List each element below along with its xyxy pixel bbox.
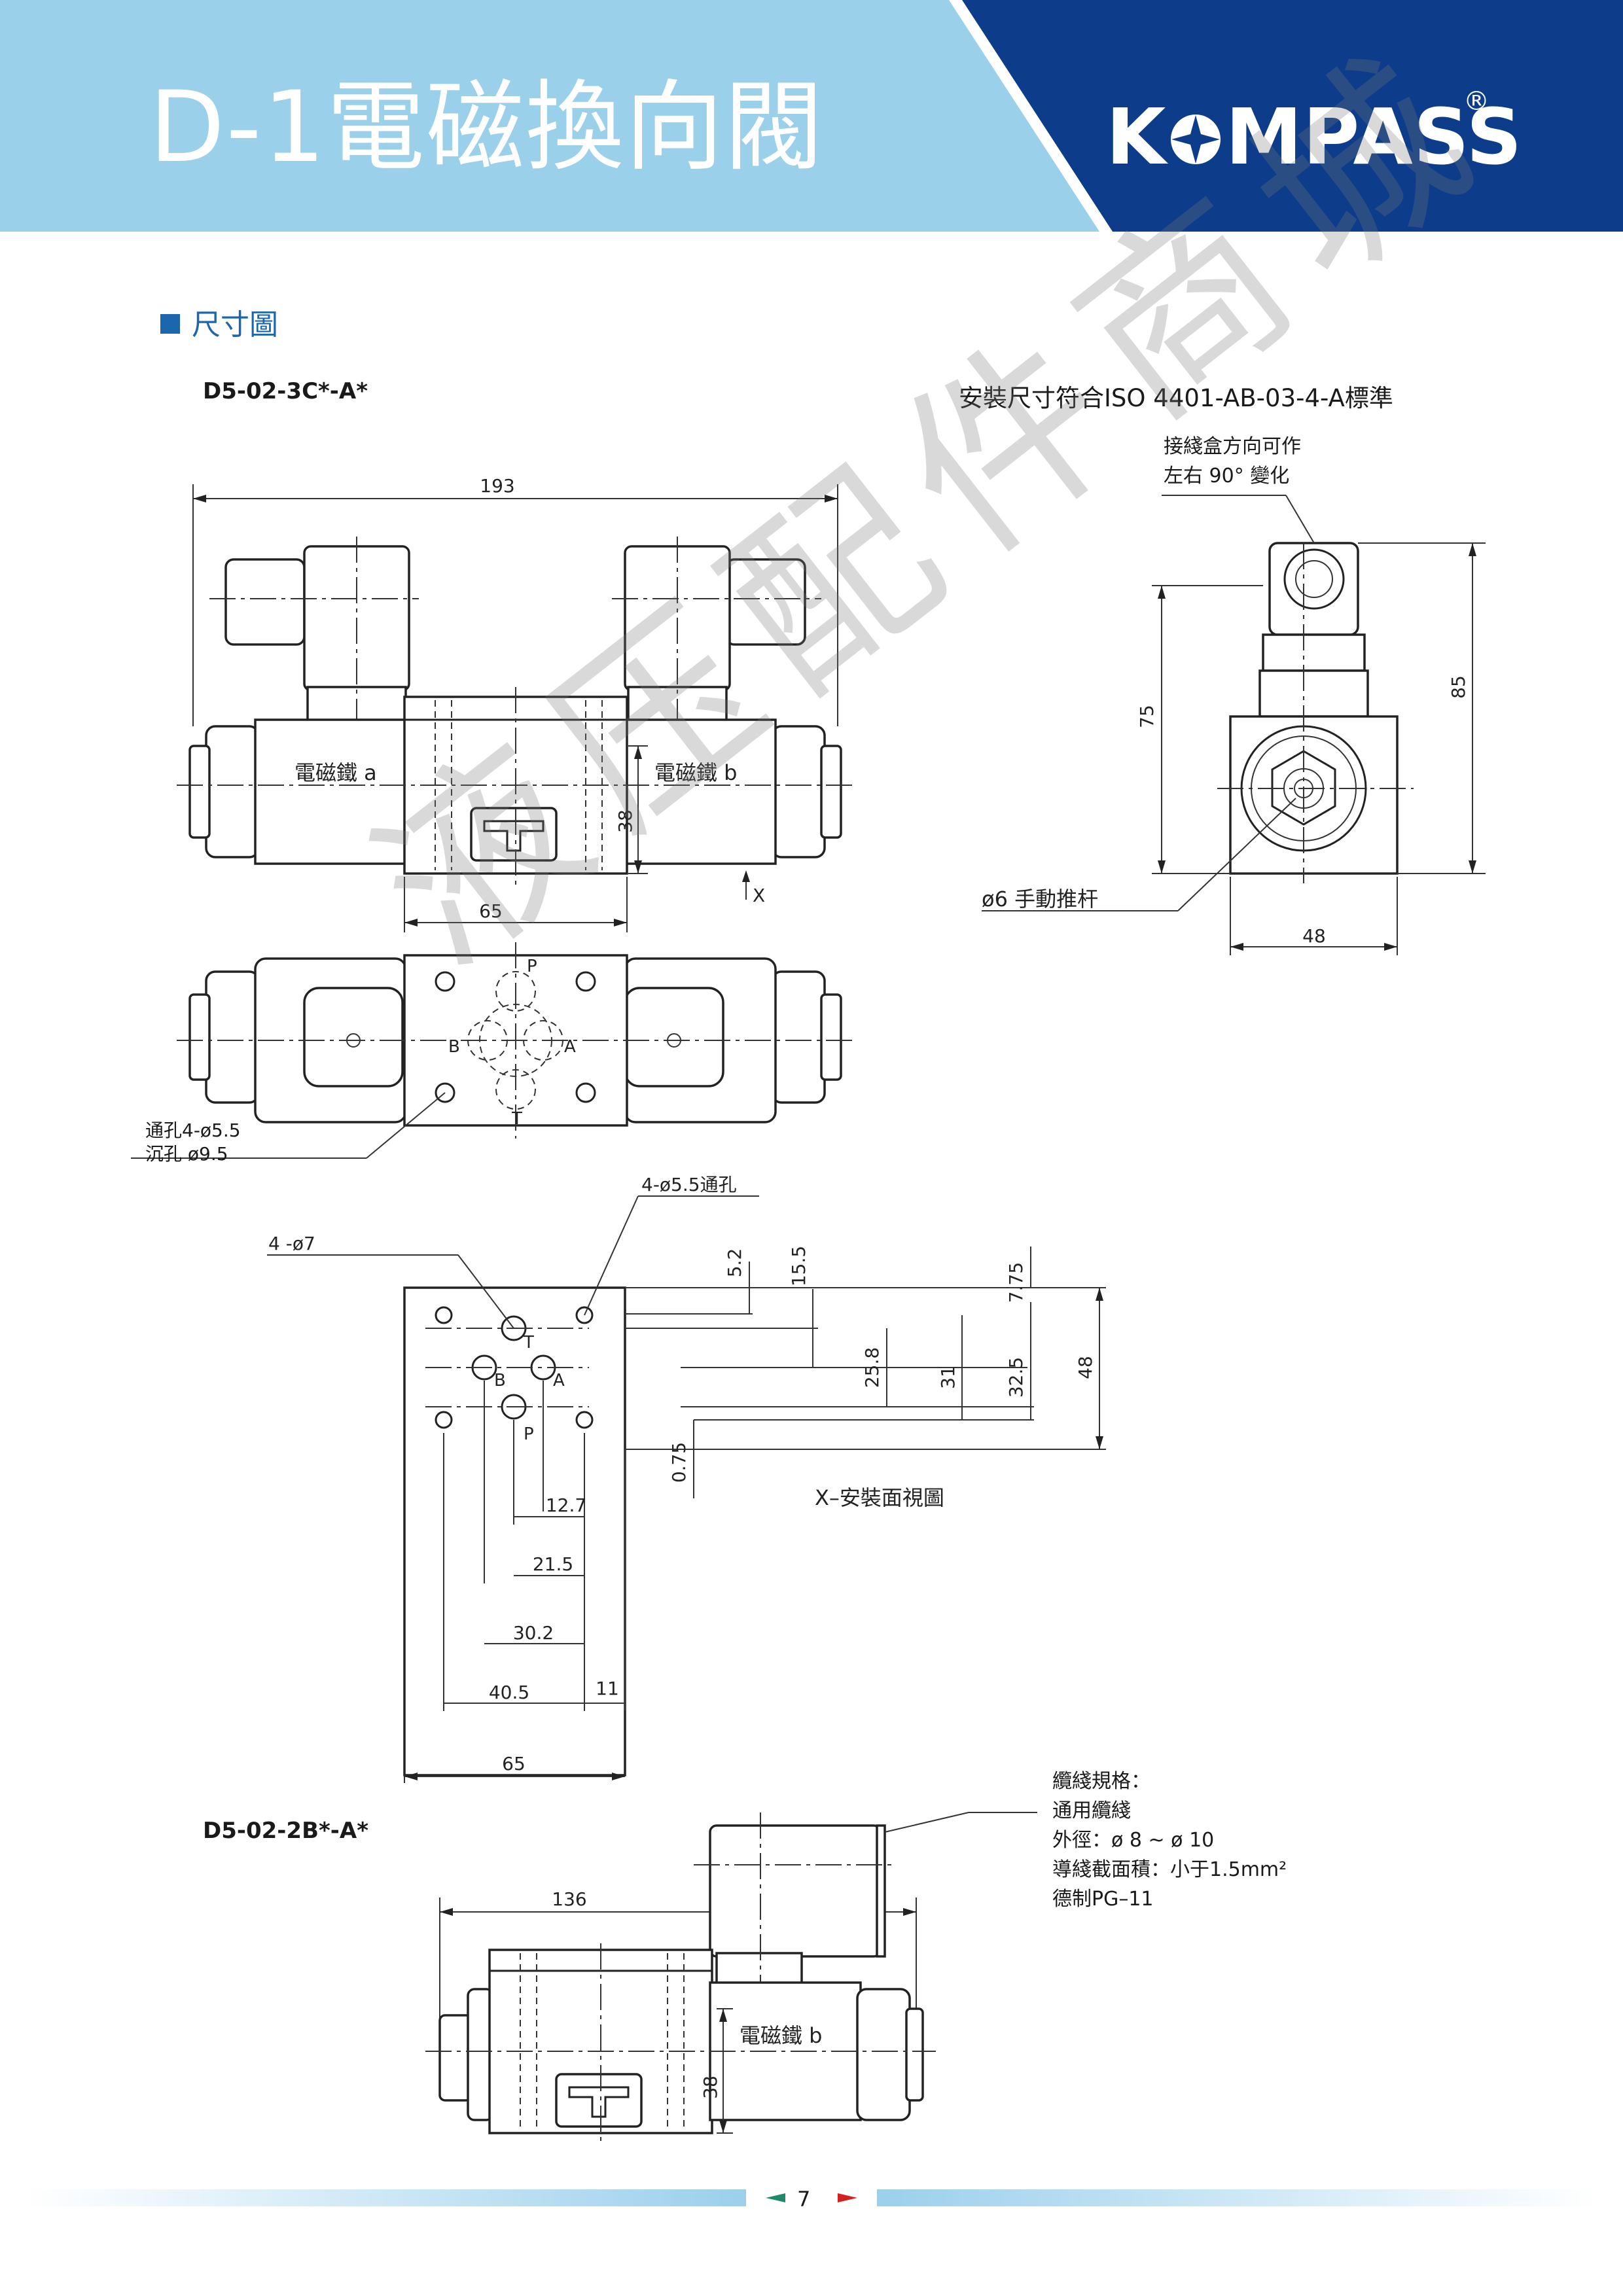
solenoid-a-label: 電磁鐵 a [294,760,377,785]
footer-bar-left [26,2189,746,2206]
footer-arrow-left-icon [766,2193,785,2202]
junction-box-note: 接綫盒方向可作 左右 90° 變化 [1164,435,1301,487]
holes-through-label: 4-ø5.5通孔 [641,1174,737,1195]
view-mark-x: X [753,885,765,906]
mounting-face-caption: X–安裝面視圖 [815,1485,944,1510]
holes-4-7: 4 -ø7 [268,1233,315,1254]
hole-note: 通孔4-ø5.5 沉孔 ø9.5 [145,1120,241,1165]
dim-7-75: 7.75 [1005,1262,1027,1303]
dim-85: 85 [1448,675,1469,699]
model-code-bottom: D5-02-2B*-A* [203,1818,368,1844]
face-port-b: B [494,1371,506,1390]
plan-port-t: T [511,1109,522,1129]
dim-40-5: 40.5 [489,1682,529,1703]
section-title: 尺寸圖 [160,301,278,343]
dim-31: 31 [937,1366,959,1389]
dim-0-75: 0.75 [668,1442,690,1483]
plan-view: P B A T [131,942,857,1159]
dim-21-5: 21.5 [533,1553,573,1575]
manual-pin-label: ø6 手動推杆 [982,887,1098,911]
dim-38-top: 38 [615,809,636,833]
dim-48-face: 48 [1075,1356,1096,1379]
brand-logo: K MPASS [1106,92,1523,182]
dim-193: 193 [480,475,514,497]
dim-15-5: 15.5 [788,1246,810,1286]
footer-arrow-right-icon [838,2193,857,2202]
compass-star-icon [1171,115,1221,164]
plan-port-b: B [448,1037,460,1057]
solenoid-b-label: 電磁鐵 b [654,760,738,785]
cable-spec: 纜綫規格： 通用纜綫 外徑：ø 8 ~ ø 10 導綫截面積：小于1.5mm² … [1052,1770,1287,1911]
dim-38-bottom: 38 [700,2075,721,2099]
dim-65-top: 65 [479,900,503,922]
dim-65-face: 65 [502,1753,526,1775]
dim-48-side: 48 [1302,925,1326,947]
face-port-p: P [524,1424,534,1444]
front-view-3c: 193 電磁鐵 a 電磁鐵 b [177,475,857,932]
registered-mark: ® [1463,86,1489,116]
dim-5-2: 5.2 [724,1248,745,1278]
footer-bar-right [877,2189,1597,2206]
face-port-a: A [553,1371,565,1390]
model-code-top: D5-02-3C*-A* [203,378,368,404]
face-port-t: T [523,1333,534,1352]
iso-standard-note: 安裝尺寸符合ISO 4401-AB-03-4-A標準 [959,384,1393,412]
side-view: 75 85 48 ø6 手動推杆 [982,495,1486,955]
dim-136: 136 [552,1888,586,1910]
dim-75: 75 [1136,705,1158,728]
plan-port-a: A [564,1037,576,1057]
dim-11: 11 [596,1678,619,1699]
dim-32-5: 32.5 [1005,1357,1027,1398]
dim-25-8: 25.8 [861,1347,883,1388]
header-band [0,0,1623,232]
page-title: D-1電磁換向閥 [149,71,825,185]
page-number: 7 [797,2187,811,2212]
solenoid-b-label-bottom: 電磁鐵 b [740,2023,823,2048]
dim-30-2: 30.2 [513,1622,554,1644]
plan-port-p: P [527,957,537,976]
mounting-face-view: T B A P 4 -ø7 4-ø5.5通孔 5.2 15.5 25.8 31 … [267,1174,1106,1783]
front-view-2b: 136 電磁鐵 b 38 [425,1812,1037,2146]
dim-12-7: 12.7 [546,1494,586,1516]
